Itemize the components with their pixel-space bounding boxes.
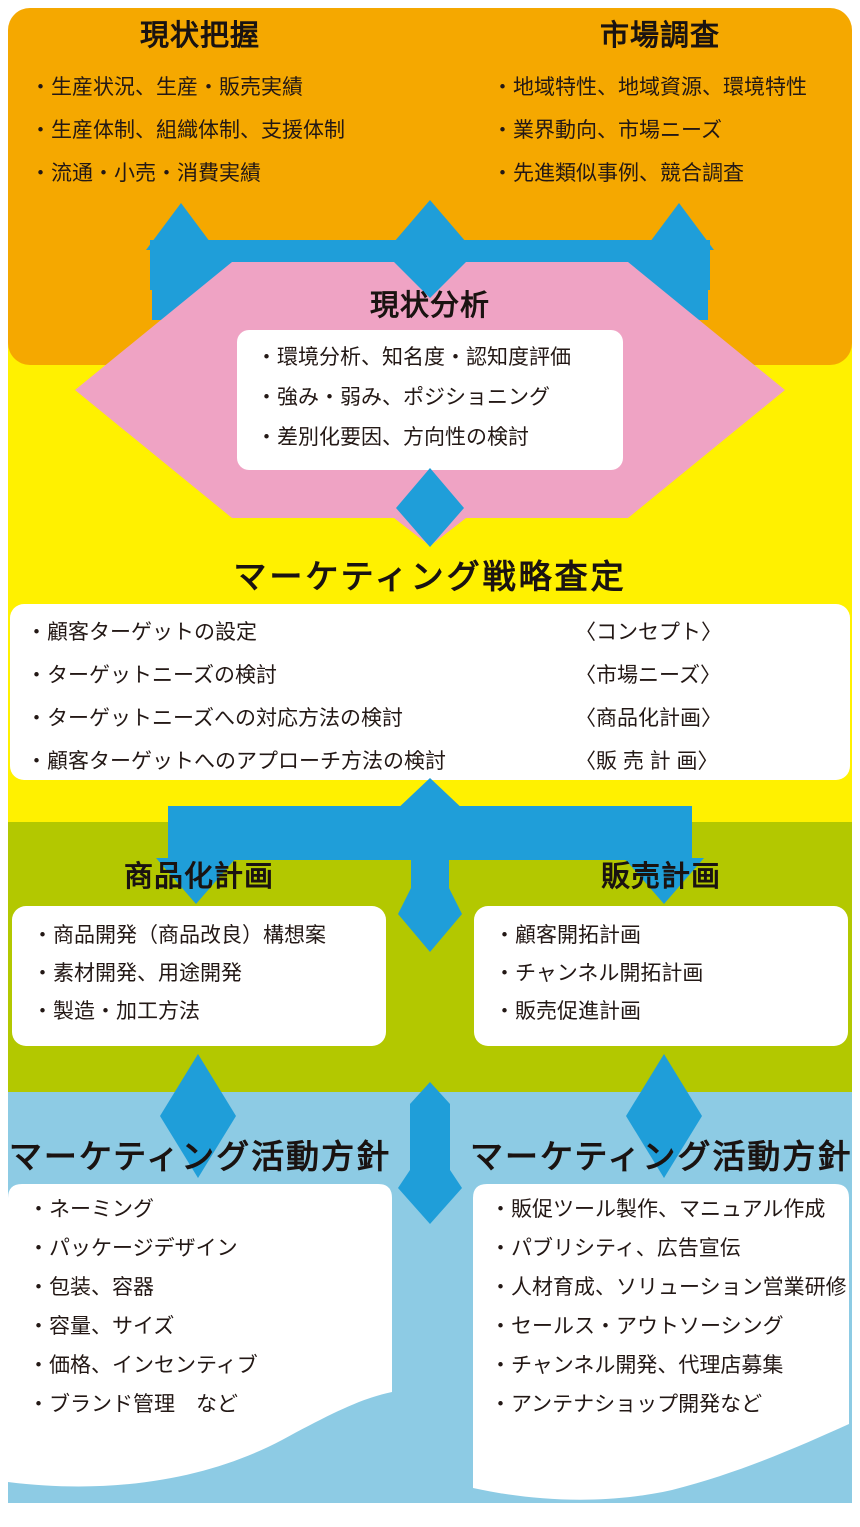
list-item: ・商品開発（商品改良）構想案	[32, 924, 326, 947]
list-item: ・包装、容器	[28, 1276, 154, 1299]
list-item: ・差別化要因、方向性の検討	[256, 426, 529, 449]
list-item: ・価格、インセンティブ	[28, 1354, 258, 1377]
market-research-title: 市場調査	[599, 20, 720, 52]
analysis-content-box	[237, 330, 623, 470]
activity-left-list: ・ネーミング ・パッケージデザイン ・包装、容器 ・容量、サイズ ・価格、インセ…	[28, 1190, 258, 1424]
strategy-title: マーケティング戦略査定	[233, 558, 627, 595]
list-item: ・顧客開拓計画	[494, 924, 641, 947]
list-item: ・販売促進計画	[494, 1000, 641, 1023]
list-item: ・生産状況、生産・販売実績	[30, 76, 303, 99]
flow-diamond-sales-to-activity	[626, 1054, 702, 1178]
flow-arrow-t-connector	[156, 778, 704, 952]
list-item: ・業界動向、市場ニーズ	[492, 119, 722, 142]
arrow-head-up-left	[146, 203, 216, 250]
list-item: ・地域特性、地域資源、環境特性	[492, 76, 807, 99]
list-item: ・生産体制、組織体制、支援体制	[30, 119, 345, 142]
sales-plan-content-box	[474, 906, 848, 1046]
list-item: ・流通・小売・消費実績	[30, 162, 261, 185]
strategy-item: ・ターゲットニーズの検討	[26, 664, 277, 687]
sales-plan-title: 販売計画	[600, 861, 721, 893]
list-item: ・チャンネル開拓計画	[494, 962, 704, 985]
arrow-band	[168, 806, 692, 860]
list-item: ・パブリシティ、広告宣伝	[490, 1237, 741, 1260]
arrow-head-down-right	[624, 858, 704, 904]
strategy-content-box	[10, 604, 850, 780]
strategy-row: ・ターゲットニーズへの対応方法の検討 〈商品化計画〉	[26, 697, 838, 740]
flow-diamond-product-to-activity	[160, 1054, 236, 1178]
strategy-tag: 〈コンセプト〉	[575, 621, 722, 644]
arrow-head-up-right	[644, 203, 714, 250]
strategy-row: ・顧客ターゲットの設定 〈コンセプト〉	[26, 611, 838, 654]
list-item: ・パッケージデザイン	[28, 1237, 238, 1260]
activity-right-title: マーケティング活動方針	[470, 1138, 853, 1175]
strategy-item: ・顧客ターゲットへのアプローチ方法の検討	[26, 750, 446, 773]
current-state-title: 現状把握	[139, 20, 260, 52]
activity-right-content-box	[473, 1184, 849, 1500]
list-item: ・セールス・アウトソーシング	[490, 1315, 784, 1338]
list-item: ・人材育成、ソリューション営業研修	[490, 1276, 847, 1299]
list-item: ・アンテナショップ開発など	[490, 1393, 763, 1416]
list-item: ・チャンネル開発、代理店募集	[490, 1354, 784, 1377]
strategy-item: ・ターゲットニーズへの対応方法の検討	[26, 707, 403, 730]
current-state-list: ・生産状況、生産・販売実績 ・生産体制、組織体制、支援体制 ・流通・小売・消費実…	[30, 66, 345, 195]
list-item: ・素材開発、用途開発	[32, 962, 242, 985]
flow-arrow-center-long	[398, 1082, 462, 1224]
activity-left-title: マーケティング活動方針	[8, 1138, 392, 1175]
list-item: ・容量、サイズ	[28, 1315, 175, 1338]
strategy-row: ・ターゲットニーズの検討 〈市場ニーズ〉	[26, 654, 838, 697]
list-item: ・強み・弱み、ポジショニング	[256, 386, 550, 409]
activity-right-list: ・販促ツール製作、マニュアル作成 ・パブリシティ、広告宣伝 ・人材育成、ソリュー…	[490, 1190, 847, 1424]
strategy-tag: 〈商品化計画〉	[575, 707, 722, 730]
list-item: ・先進類似事例、競合調査	[492, 162, 744, 185]
product-plan-title: 商品化計画	[123, 861, 274, 893]
strategy-tag: 〈販 売 計 画〉	[575, 750, 719, 773]
arrow-head-up-center	[394, 778, 466, 812]
market-research-list: ・地域特性、地域資源、環境特性 ・業界動向、市場ニーズ ・先進類似事例、競合調査	[492, 66, 807, 195]
analysis-title: 現状分析	[369, 290, 490, 322]
arrow-head-down-center	[398, 858, 462, 952]
strategy-item: ・顧客ターゲットの設定	[26, 621, 257, 644]
strategy-list: ・顧客ターゲットの設定 〈コンセプト〉 ・ターゲットニーズの検討 〈市場ニーズ〉…	[26, 611, 838, 783]
strategy-row: ・顧客ターゲットへのアプローチ方法の検討 〈販 売 計 画〉	[26, 740, 838, 783]
activity-left-content-box	[8, 1184, 392, 1487]
product-plan-list: ・商品開発（商品改良）構想案 ・素材開発、用途開発 ・製造・加工方法	[32, 917, 326, 1031]
analysis-list: ・環境分析、知名度・認知度評価 ・強み・弱み、ポジショニング ・差別化要因、方向…	[256, 338, 571, 458]
list-item: ・販促ツール製作、マニュアル作成	[490, 1198, 826, 1221]
list-item: ・環境分析、知名度・認知度評価	[256, 346, 571, 369]
list-item: ・ネーミング	[28, 1198, 154, 1221]
sales-plan-list: ・顧客開拓計画 ・チャンネル開拓計画 ・販売促進計画	[494, 917, 703, 1031]
flow-diamond-analysis-to-strategy	[396, 468, 464, 547]
arrow-head-down-left	[156, 858, 236, 904]
list-item: ・ブランド管理 など	[28, 1393, 238, 1416]
list-item: ・製造・加工方法	[32, 1000, 200, 1023]
product-plan-content-box	[12, 906, 386, 1046]
arrow-head-up-center	[394, 200, 466, 242]
strategy-tag: 〈市場ニーズ〉	[575, 664, 721, 687]
